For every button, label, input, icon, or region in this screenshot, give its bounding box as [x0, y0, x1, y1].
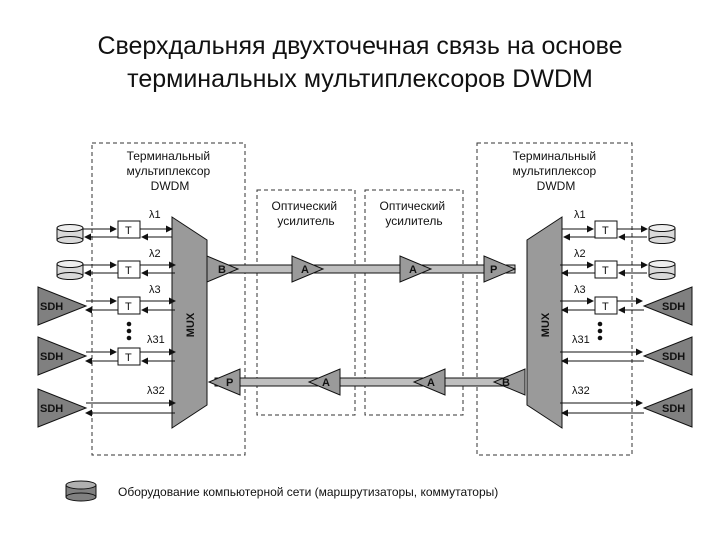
- legend-text: Оборудование компьютерной сети (маршрути…: [118, 485, 498, 499]
- right-terminal-caption: Терминальный мультиплексор DWDM: [512, 149, 599, 193]
- amplifier-box-1: [256, 189, 356, 416]
- lambda-right-2: λ2: [574, 248, 586, 260]
- transponder-left-3-label: T: [125, 301, 132, 313]
- transponder-left-1-label: T: [125, 225, 132, 237]
- line-amp-backward-2: [412, 368, 446, 396]
- sdh-left-3-label: SDH: [40, 403, 63, 415]
- fiber-line-forward: [214, 264, 516, 274]
- lambda-right-32: λ32: [572, 385, 590, 397]
- sdh-right-3-label: SDH: [662, 403, 685, 415]
- right-connection-lines: [560, 225, 648, 417]
- left-mux: [171, 216, 208, 429]
- lambda-left-31: λ31: [147, 334, 165, 346]
- lambda-left-32: λ32: [147, 385, 165, 397]
- sdh-right-3: [642, 388, 693, 428]
- fiber-line-backward: [214, 377, 516, 387]
- sdh-right-2-label: SDH: [662, 351, 685, 363]
- amp-fwd-2-label: A: [409, 264, 417, 276]
- amp-fwd-1-label: A: [301, 264, 309, 276]
- preamp-left: [207, 368, 241, 396]
- sdh-left-2: [37, 336, 88, 376]
- transponder-right-3: [594, 296, 618, 315]
- legend-database-icon: [65, 480, 97, 502]
- database-icon: [56, 224, 84, 244]
- booster-left-label: B: [218, 264, 226, 276]
- line-amp-forward-1: [291, 255, 325, 283]
- line-amp-backward-1: [307, 368, 341, 396]
- booster-amp-right: [492, 368, 526, 396]
- transponder-right-3-label: T: [602, 301, 609, 313]
- transponder-left-4: [117, 347, 141, 366]
- preamp-right-label: P: [490, 264, 497, 276]
- sdh-left-2-label: SDH: [40, 351, 63, 363]
- right-ellipsis-dots: [597, 321, 603, 341]
- slide-title: Сверхдальняя двухточечная связь на основ…: [0, 30, 720, 96]
- left-ellipsis-dots: [126, 321, 132, 341]
- sdh-right-1: [642, 286, 693, 326]
- title-line-1: Сверхдальняя двухточечная связь на основ…: [97, 32, 623, 60]
- sdh-left-1: [37, 286, 88, 326]
- right-terminal-box: [476, 142, 633, 456]
- line-amp-forward-2: [399, 255, 433, 283]
- lambda-right-3: λ3: [574, 284, 586, 296]
- booster-right-label: B: [502, 377, 510, 389]
- booster-amp-left: [206, 255, 240, 283]
- preamp-left-label: P: [226, 377, 233, 389]
- amplifier-caption-2: Оптический усилитель: [380, 199, 449, 228]
- lambda-left-3: λ3: [149, 284, 161, 296]
- sdh-left-1-label: SDH: [40, 301, 63, 313]
- transponder-left-4-label: T: [125, 352, 132, 364]
- left-terminal-box: [91, 142, 246, 456]
- amp-bwd-2-label: A: [427, 377, 435, 389]
- transponder-left-3: [117, 296, 141, 315]
- right-mux: [526, 216, 563, 429]
- lambda-left-2: λ2: [149, 248, 161, 260]
- sdh-right-1-label: SDH: [662, 301, 685, 313]
- left-mux-label: MUX: [185, 312, 197, 337]
- transponder-right-1-label: T: [602, 225, 609, 237]
- title-line-2: терминальных мультиплексоров DWDM: [127, 65, 593, 93]
- left-connection-lines: [83, 225, 176, 417]
- database-icon: [56, 260, 84, 280]
- transponder-right-2-label: T: [602, 265, 609, 277]
- sdh-right-2: [642, 336, 693, 376]
- amp-bwd-1-label: A: [322, 377, 330, 389]
- amplifier-box-2: [364, 189, 464, 416]
- preamp-right: [483, 255, 517, 283]
- lambda-left-1: λ1: [149, 209, 161, 221]
- amplifier-caption-1: Оптический усилитель: [272, 199, 341, 228]
- lambda-right-1: λ1: [574, 209, 586, 221]
- left-terminal-caption: Терминальный мультиплексор DWDM: [126, 149, 213, 193]
- sdh-left-3: [37, 388, 88, 428]
- database-icon: [648, 260, 676, 280]
- transponder-left-2: [117, 260, 141, 279]
- right-mux-label: MUX: [540, 312, 552, 337]
- transponder-left-2-label: T: [125, 265, 132, 277]
- transponder-right-2: [594, 260, 618, 279]
- database-icon: [648, 224, 676, 244]
- lambda-right-31: λ31: [572, 334, 590, 346]
